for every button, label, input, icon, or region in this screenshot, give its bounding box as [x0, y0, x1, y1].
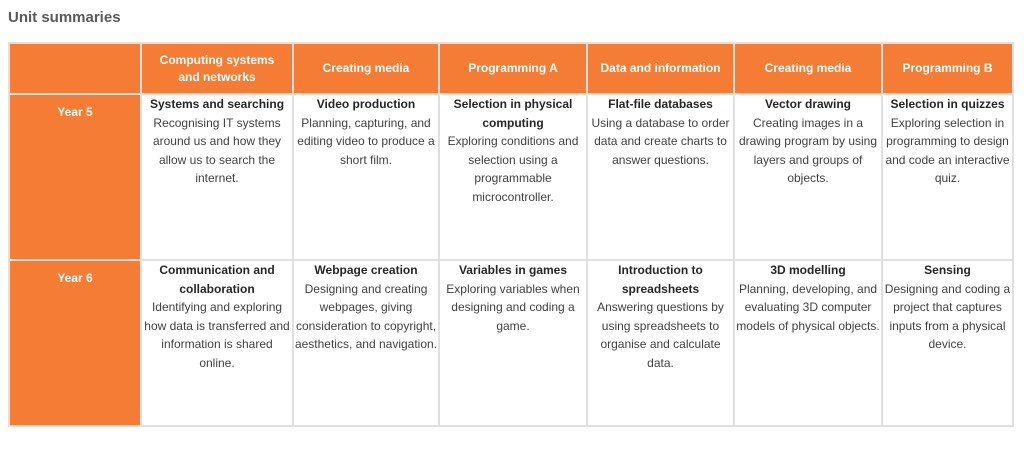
- unit-description: Exploring conditions and selection using…: [447, 134, 579, 204]
- unit-description: Designing and coding a project that capt…: [884, 281, 1011, 352]
- unit-title: Selection in quizzes: [890, 97, 1005, 111]
- column-header-label: Data and information: [600, 61, 721, 75]
- column-header: Computing systems and networks: [140, 42, 294, 95]
- unit-title: Flat-file databases: [608, 97, 713, 111]
- unit-description: Exploring variables when designing and c…: [446, 281, 580, 333]
- year-label-cell: Year 6: [8, 259, 142, 427]
- column-header-label: Programming B: [902, 61, 993, 75]
- column-header: Creating media: [733, 42, 883, 95]
- column-header: Data and information: [586, 42, 735, 95]
- year-label-cell: Year 5: [8, 93, 142, 261]
- unit-title: Sensing: [924, 263, 971, 277]
- year-label: Year 5: [57, 105, 93, 119]
- unit-description: Designing and creating webpages, giving …: [294, 281, 438, 352]
- column-header-label: Computing systems and networks: [159, 52, 275, 84]
- unit-description: Identifying and exploring how data is tr…: [144, 300, 290, 370]
- header-corner-cell: [8, 42, 142, 95]
- unit-description: Planning, developing, and evaluating 3D …: [736, 281, 880, 333]
- page-title: Unit summaries: [8, 9, 121, 26]
- unit-title: Selection in physical computing: [453, 97, 573, 130]
- unit-title: Variables in games: [458, 263, 568, 277]
- unit-title: Systems and searching: [149, 97, 285, 111]
- unit-description: Planning, capturing, and editing video t…: [297, 115, 435, 167]
- unit-description: Recognising IT systems around us and how…: [152, 115, 282, 186]
- column-header-label: Creating media: [322, 61, 410, 75]
- unit-description: Exploring selection in programming to de…: [885, 115, 1010, 186]
- column-header: Programming B: [881, 42, 1014, 95]
- unit-title: Vector drawing: [764, 97, 852, 111]
- column-header-label: Creating media: [764, 61, 852, 75]
- column-header: Creating media: [292, 42, 440, 95]
- unit-title: 3D modelling: [770, 263, 846, 277]
- unit-title: Webpage creation: [314, 263, 418, 277]
- year-label: Year 6: [57, 271, 93, 285]
- column-header: Programming A: [438, 42, 588, 95]
- unit-title: Communication and collaboration: [159, 263, 275, 296]
- unit-description: Answering questions by using spreadsheet…: [597, 300, 724, 370]
- unit-description: Using a database to order data and creat…: [591, 115, 730, 167]
- column-header-label: Programming A: [468, 61, 558, 75]
- unit-title: Video production: [316, 97, 416, 111]
- header-row: Computing systems and networks Creating …: [8, 42, 1014, 95]
- unit-description: Creating images in a drawing program by …: [738, 115, 878, 186]
- unit-title: Introduction to spreadsheets: [618, 263, 703, 296]
- unit-summaries-table: Computing systems and networks Creating …: [8, 42, 1014, 427]
